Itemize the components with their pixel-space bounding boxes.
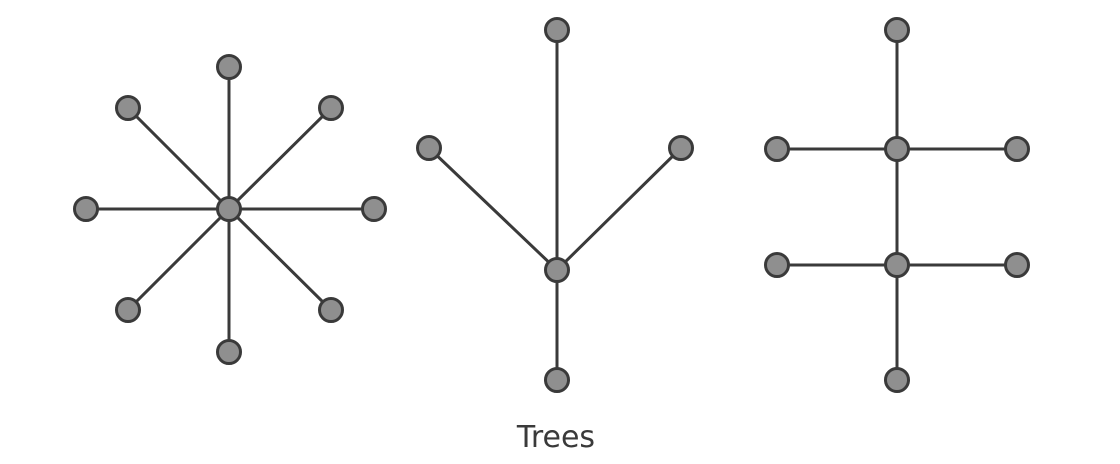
- diagram-caption: Trees: [516, 420, 596, 455]
- node-spine-bottom: [884, 367, 910, 393]
- edge-fork-hub-left: [427, 146, 559, 272]
- node-fork-left: [416, 135, 442, 161]
- edge-star-center-ne: [227, 106, 333, 211]
- node-spine-ur: [1004, 136, 1030, 162]
- node-star-ne: [318, 95, 344, 121]
- node-star-sw: [115, 297, 141, 323]
- node-spine-top: [884, 17, 910, 43]
- edge-star-center-se: [227, 207, 333, 312]
- edge-star-center-sw: [126, 207, 231, 312]
- node-spine-upper: [884, 136, 910, 162]
- node-star-se: [318, 297, 344, 323]
- node-fork-hub: [544, 257, 570, 283]
- node-star-nw: [115, 95, 141, 121]
- node-spine-lr: [1004, 252, 1030, 278]
- tree-fork: [416, 17, 694, 393]
- tree-star: [73, 54, 387, 365]
- node-fork-top: [544, 17, 570, 43]
- edge-star-center-nw: [126, 106, 231, 211]
- node-star-s: [216, 339, 242, 365]
- node-spine-ul: [764, 136, 790, 162]
- node-star-w: [73, 196, 99, 222]
- tree-spine: [764, 17, 1030, 393]
- edge-fork-hub-right: [555, 146, 683, 272]
- node-star-center: [216, 196, 242, 222]
- node-spine-lower: [884, 252, 910, 278]
- node-spine-ll: [764, 252, 790, 278]
- node-star-e: [361, 196, 387, 222]
- node-star-n: [216, 54, 242, 80]
- node-fork-right: [668, 135, 694, 161]
- node-fork-bottom: [544, 367, 570, 393]
